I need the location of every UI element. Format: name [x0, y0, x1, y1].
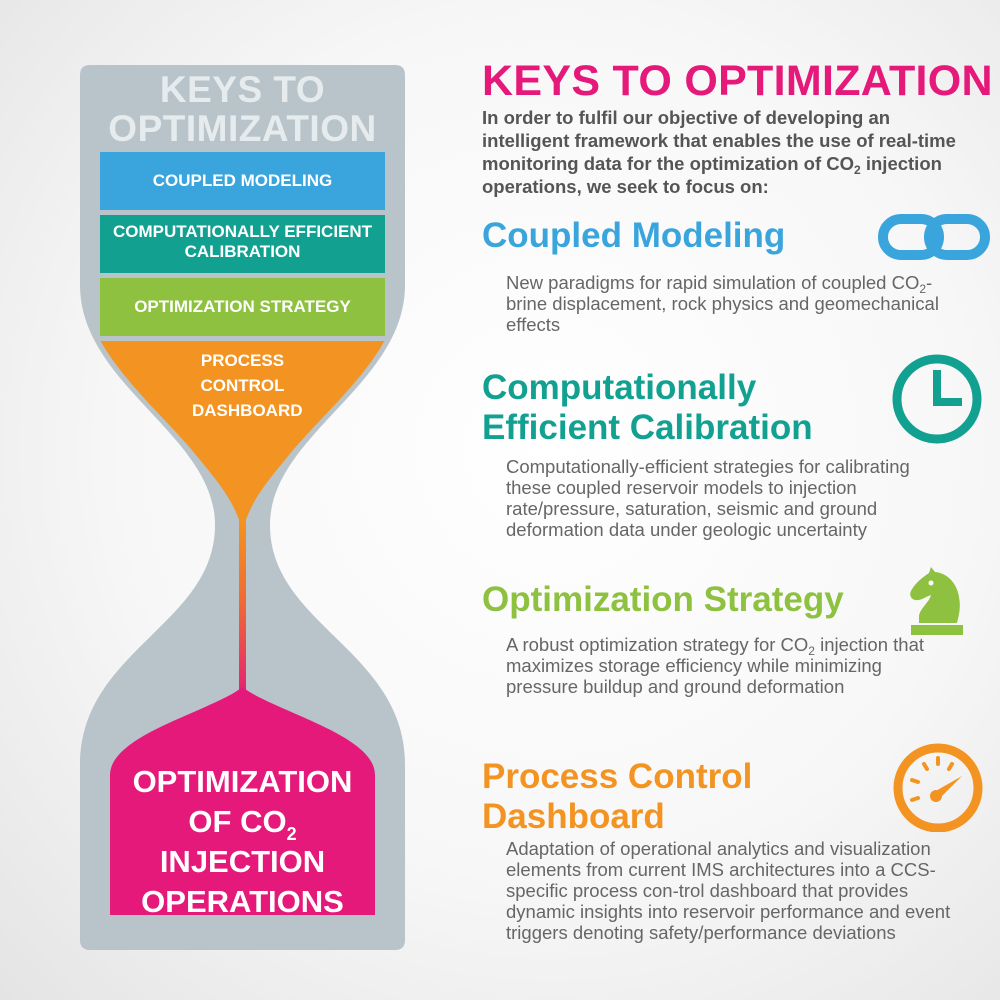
section-body-dashboard: Adaptation of operational analytics and … [506, 838, 951, 943]
section-body-coupled-modeling-text: New paradigms for rapid simulation of co… [506, 272, 920, 293]
outcome-line4: OPERATIONS [141, 884, 344, 919]
outcome-subscript: 2 [286, 824, 297, 844]
intro-text-end: injection operations, we seek to focus o… [482, 153, 942, 197]
outcome-line2-text: OF CO [188, 804, 287, 839]
clock-icon [892, 354, 982, 444]
hourglass-neck-stream [239, 520, 246, 705]
outcome-line1: OPTIMIZATION [132, 764, 353, 799]
outcome-label: OPTIMIZATION OF CO2 INJECTION OPERATIONS [100, 762, 385, 922]
section-body-optimization-strategy-text: A robust optimization strategy for CO [506, 634, 809, 655]
hourglass-title-line1: KEYS TO [159, 69, 326, 110]
band-label-coupled-modeling: COUPLED MODELING [152, 171, 333, 190]
hourglass-shape [80, 65, 405, 950]
band-optimization-strategy [100, 278, 385, 336]
section-body-optimization-strategy: A robust optimization strategy for CO2 i… [506, 634, 956, 697]
page-title: KEYS TO OPTIMIZATION [482, 57, 993, 105]
band-coupled-modeling [100, 152, 385, 210]
section-title-dashboard: Process Control Dashboard [482, 757, 752, 837]
section-title-dashboard-line2: Dashboard [482, 797, 665, 836]
chain-link-icon [878, 214, 990, 260]
section-body-coupled-modeling-end: -brine displacement, rock physics and ge… [506, 272, 939, 335]
band-label-calibration: COMPUTATIONALLY EFFICIENT CALIBRATION [112, 222, 373, 262]
outcome-line2: OF CO2 [100, 802, 385, 844]
band-label-dashboard: PROCESS CONTROL DASHBOARD [192, 351, 303, 420]
section-title-calibration-line1: Computationally [482, 368, 757, 407]
hourglass-graphic: KEYS TO OPTIMIZATION COUPLED MODELING CO… [80, 65, 405, 950]
chess-knight-icon [910, 567, 963, 635]
section-body-optimization-strategy-end: injection that maximizes storage efficie… [506, 634, 924, 697]
section-title-dashboard-line1: Process Control [482, 757, 753, 796]
outcome-line3: INJECTION [159, 844, 326, 879]
section-body-coupled-modeling: New paradigms for rapid simulation of co… [506, 272, 956, 335]
section-body-coupled-modeling-subscript: 2 [919, 282, 927, 296]
section-title-coupled-modeling: Coupled Modeling [482, 216, 786, 255]
intro-text-main: In order to fulfil our objective of deve… [482, 107, 956, 174]
intro-text: In order to fulfil our objective of deve… [482, 106, 982, 198]
band-calibration [100, 215, 385, 273]
section-body-optimization-strategy-subscript: 2 [808, 644, 815, 658]
section-title-calibration-line2: Efficient Calibration [482, 408, 813, 447]
speedometer-icon [893, 743, 983, 832]
section-body-calibration: Computationally-efficient strategies for… [506, 456, 910, 540]
band-label-optimization-strategy: OPTIMIZATION STRATEGY [134, 297, 351, 316]
intro-subscript: 2 [854, 163, 861, 177]
outcome-shape [110, 687, 375, 915]
section-title-calibration: Computationally Efficient Calibration [482, 368, 813, 448]
hourglass-title-line2: OPTIMIZATION [108, 108, 377, 149]
section-title-optimization-strategy: Optimization Strategy [482, 580, 844, 619]
